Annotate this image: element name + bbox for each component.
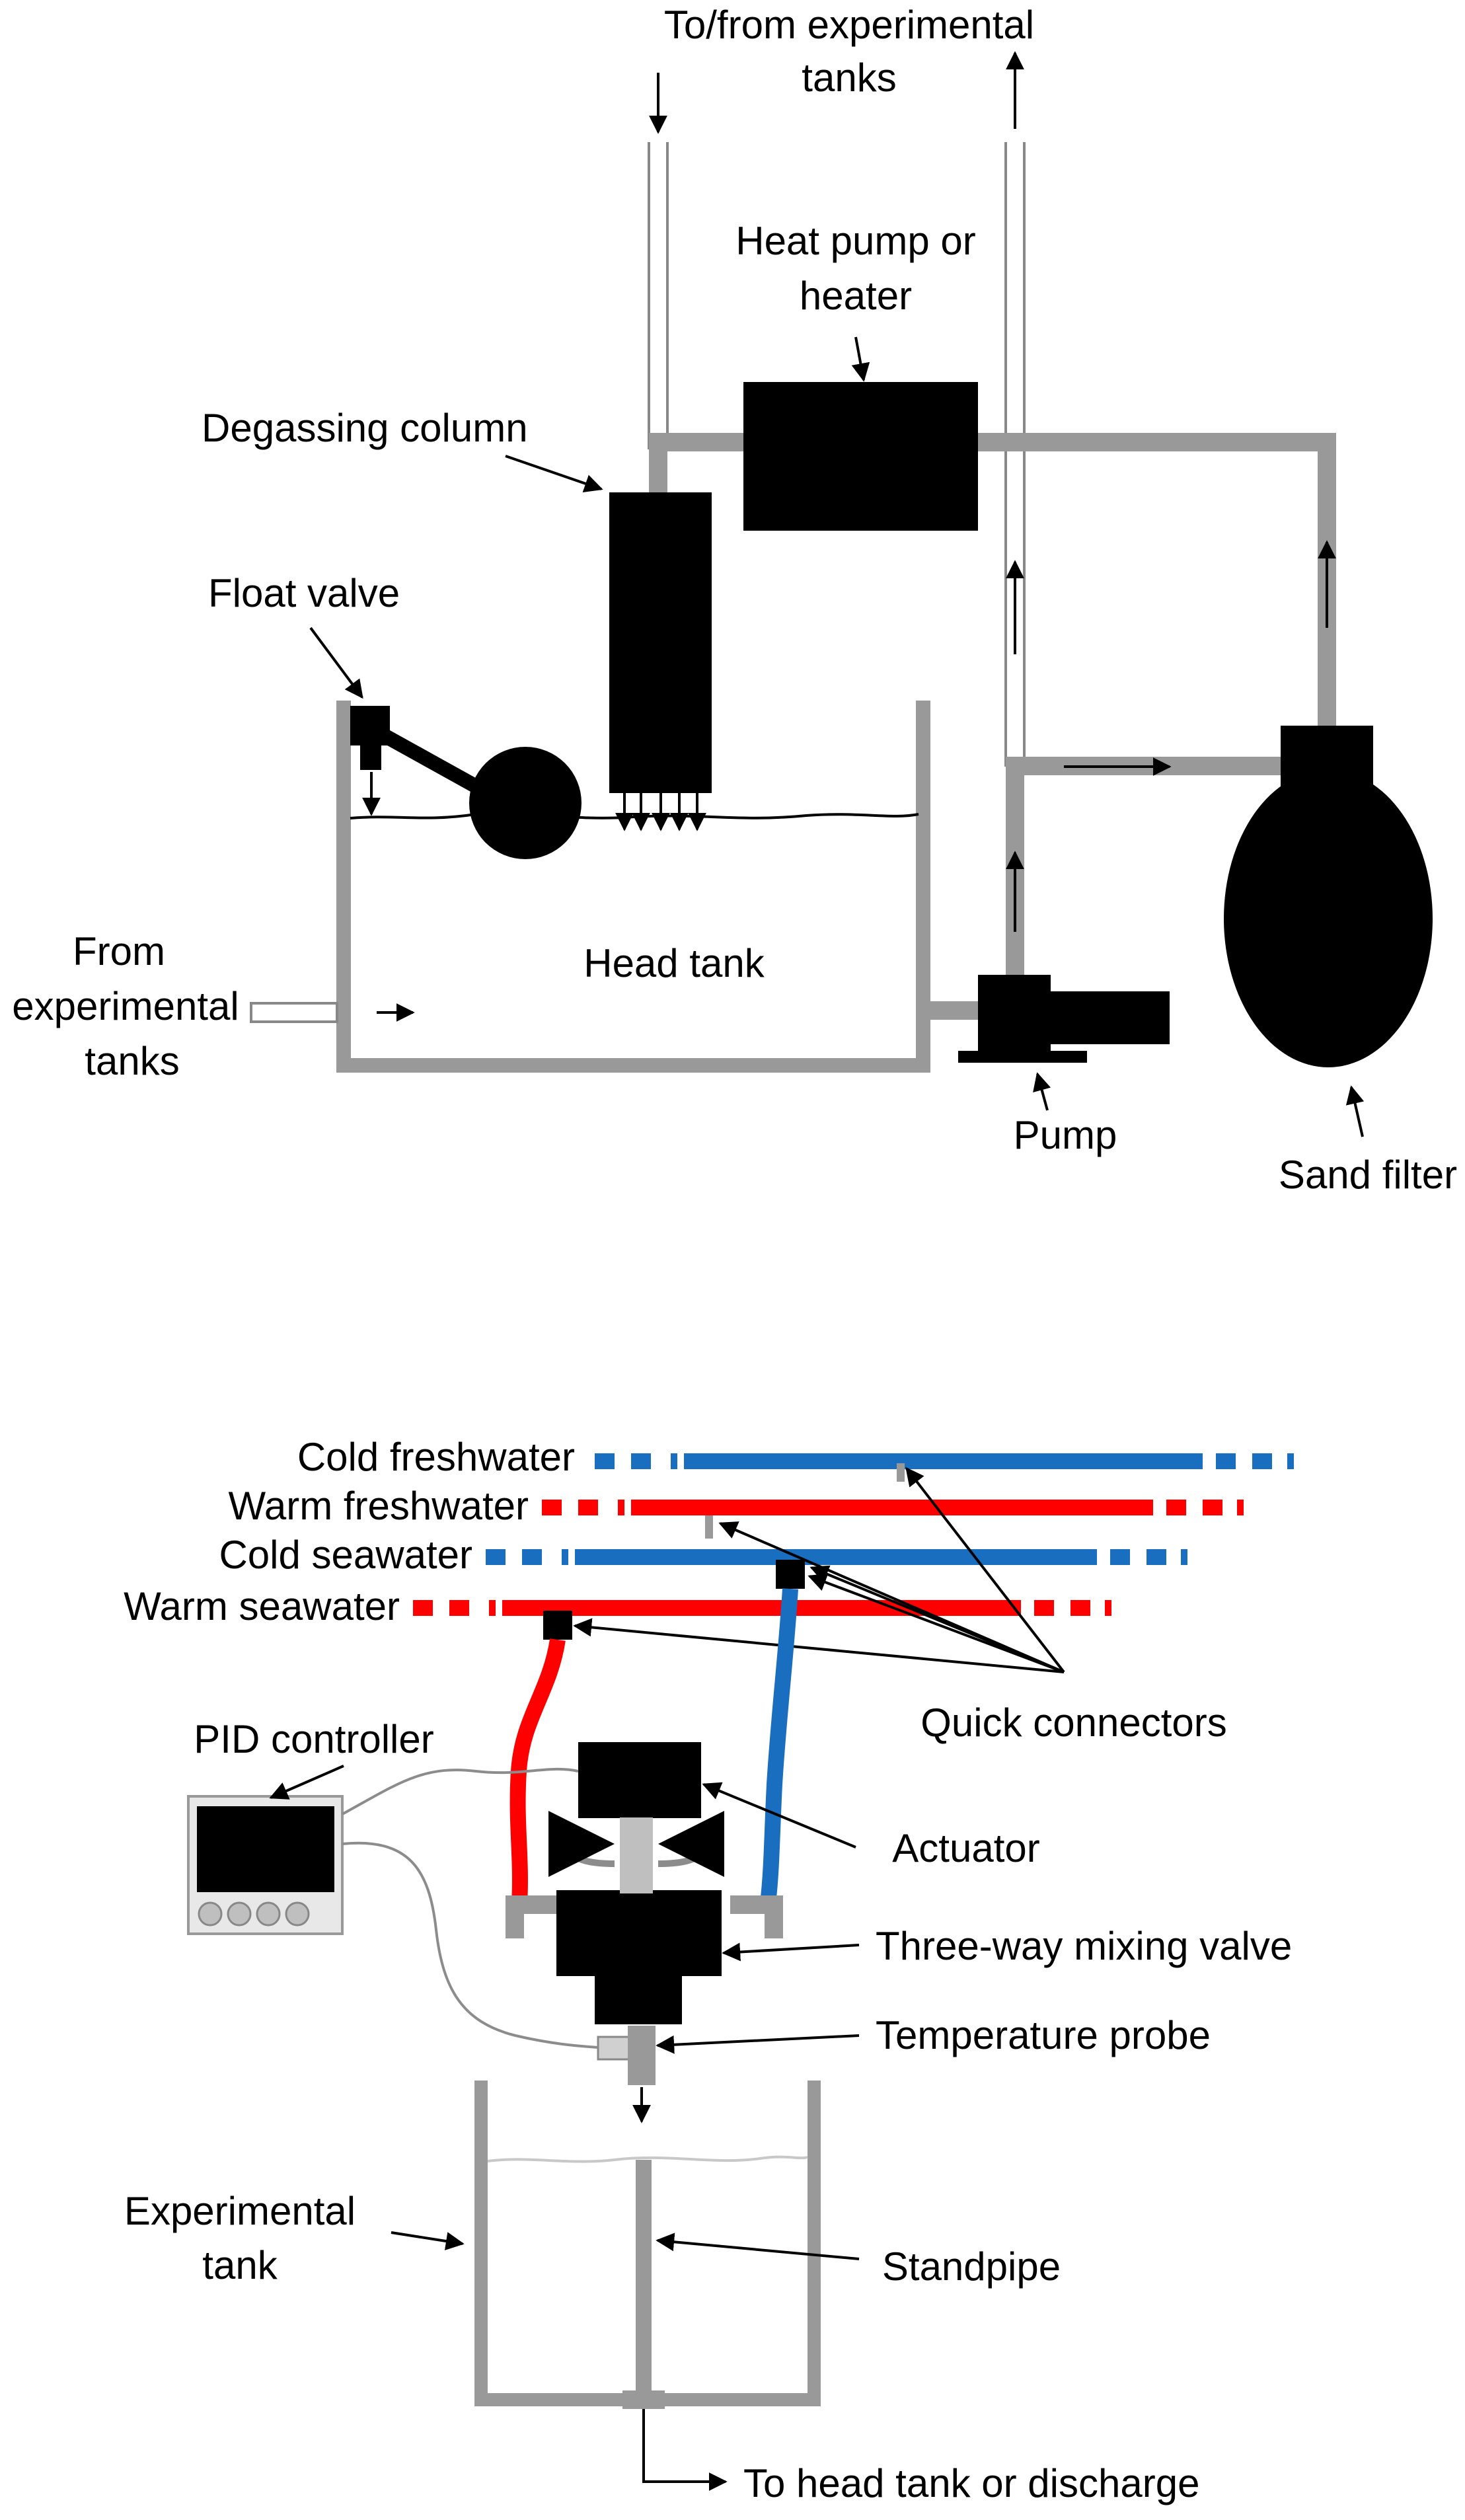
float-valve-pointer: [309, 627, 363, 699]
from-tanks-label-2: experimental: [12, 984, 239, 1028]
degassing-drip-arrows: [615, 793, 706, 831]
pid-setpoint: 5.1: [213, 1800, 302, 1857]
float-valve: [350, 706, 582, 859]
valve-outlet-body: [595, 1975, 682, 2024]
return-pipe-outlet: [1004, 142, 1026, 767]
experimental-tank-label-2: tank: [202, 2243, 278, 2287]
pump: [958, 975, 1170, 1063]
heat-pump-label-1: Heat pump or: [735, 219, 976, 263]
valve-stem: [620, 1817, 653, 1893]
mixing-valve-ports: [506, 1895, 783, 1938]
discharge-line: [642, 2409, 728, 2491]
actuator-label: Actuator: [892, 1826, 1039, 1870]
actuator: [578, 1742, 701, 1818]
tank-inlet-pipe: [250, 1002, 338, 1023]
discharge-label: To head tank or discharge: [743, 2461, 1199, 2505]
actuator-wire: [342, 1767, 579, 1815]
recirculation-system: Heat pump or heater Degassing column Hea…: [12, 3, 1457, 1197]
quick-connector-cold-seawater: [776, 1560, 805, 1589]
to-from-tanks-label-1: To/from experimental: [664, 3, 1034, 47]
probe-wire: [342, 1841, 599, 2049]
pid-controller: 5.1 5.0: [187, 1795, 344, 1935]
probe-tip: [628, 2026, 656, 2085]
temperature-probe-label: Temperature probe: [876, 2013, 1211, 2057]
sand-filter: [1224, 726, 1433, 1067]
pid-button-3: [256, 1901, 281, 1927]
pid-button-4: [285, 1901, 310, 1927]
sand-filter-label: Sand filter: [1279, 1153, 1457, 1197]
standpipe-pointer: [656, 2233, 860, 2260]
pid-controller-pointer: [269, 1765, 344, 1800]
standpipe-fitting: [622, 2390, 665, 2409]
mixing-valve-label: Three-way mixing valve: [876, 1924, 1292, 1968]
degassing-column-label: Degassing column: [202, 406, 528, 450]
degassing-column-pointer: [505, 455, 603, 493]
three-way-mixing-valve: [556, 1890, 722, 1976]
cold-seawater-label: Cold seawater: [219, 1533, 472, 1577]
degassing-column: [609, 492, 712, 793]
quick-connector-warm-seawater: [543, 1611, 572, 1640]
float-valve-label: Float valve: [208, 571, 400, 615]
warm-freshwater-label: Warm freshwater: [228, 1484, 529, 1528]
water-surface: [350, 811, 919, 820]
temperature-probe-pointer: [656, 2034, 860, 2054]
sand-filter-pointer: [1345, 1085, 1365, 1137]
actuator-pointer: [702, 1782, 856, 1849]
from-tanks-label-1: From: [73, 929, 165, 974]
rotation-arrows: [548, 1811, 725, 1878]
to-from-tanks-label-2: tanks: [802, 56, 896, 100]
pump-pointer: [1033, 1072, 1051, 1111]
standpipe-label: Standpipe: [882, 2244, 1061, 2289]
return-pipe-inlet: [648, 142, 669, 449]
head-tank-label: Head tank: [583, 941, 765, 985]
experimental-tank-label-1: Experimental: [124, 2189, 356, 2233]
cold-freshwater-label: Cold freshwater: [297, 1435, 575, 1479]
pid-button-1: [198, 1901, 223, 1927]
pid-controller-label: PID controller: [194, 1717, 433, 1761]
standpipe: [636, 2160, 652, 2394]
mixing-valve-pointer: [722, 1942, 860, 1962]
head-tank: [336, 701, 930, 1073]
pid-button-2: [227, 1901, 252, 1927]
heat-pump: [743, 382, 978, 531]
quick-connector-cold-freshwater: [897, 1463, 905, 1482]
heat-pump-pointer: [851, 336, 870, 382]
warm-seawater-label: Warm seawater: [124, 1584, 400, 1628]
tank-water-surface: [487, 2155, 808, 2163]
pump-label: Pump: [1014, 1113, 1117, 1157]
cold-hose: [760, 1588, 798, 1905]
experimental-tank-pointer: [391, 2231, 465, 2250]
from-tanks-label-3: tanks: [85, 1039, 179, 1083]
quick-connectors-label: Quick connectors: [920, 1700, 1227, 1745]
quick-connector-warm-freshwater: [705, 1515, 713, 1539]
mixing-valve-system: Cold freshwater Warm freshwater Cold sea…: [124, 1435, 1294, 2505]
heat-pump-label-2: heater: [800, 274, 912, 318]
pid-process-value: 5.0: [213, 1841, 302, 1898]
quick-connector-pointers: [573, 1467, 1065, 1673]
